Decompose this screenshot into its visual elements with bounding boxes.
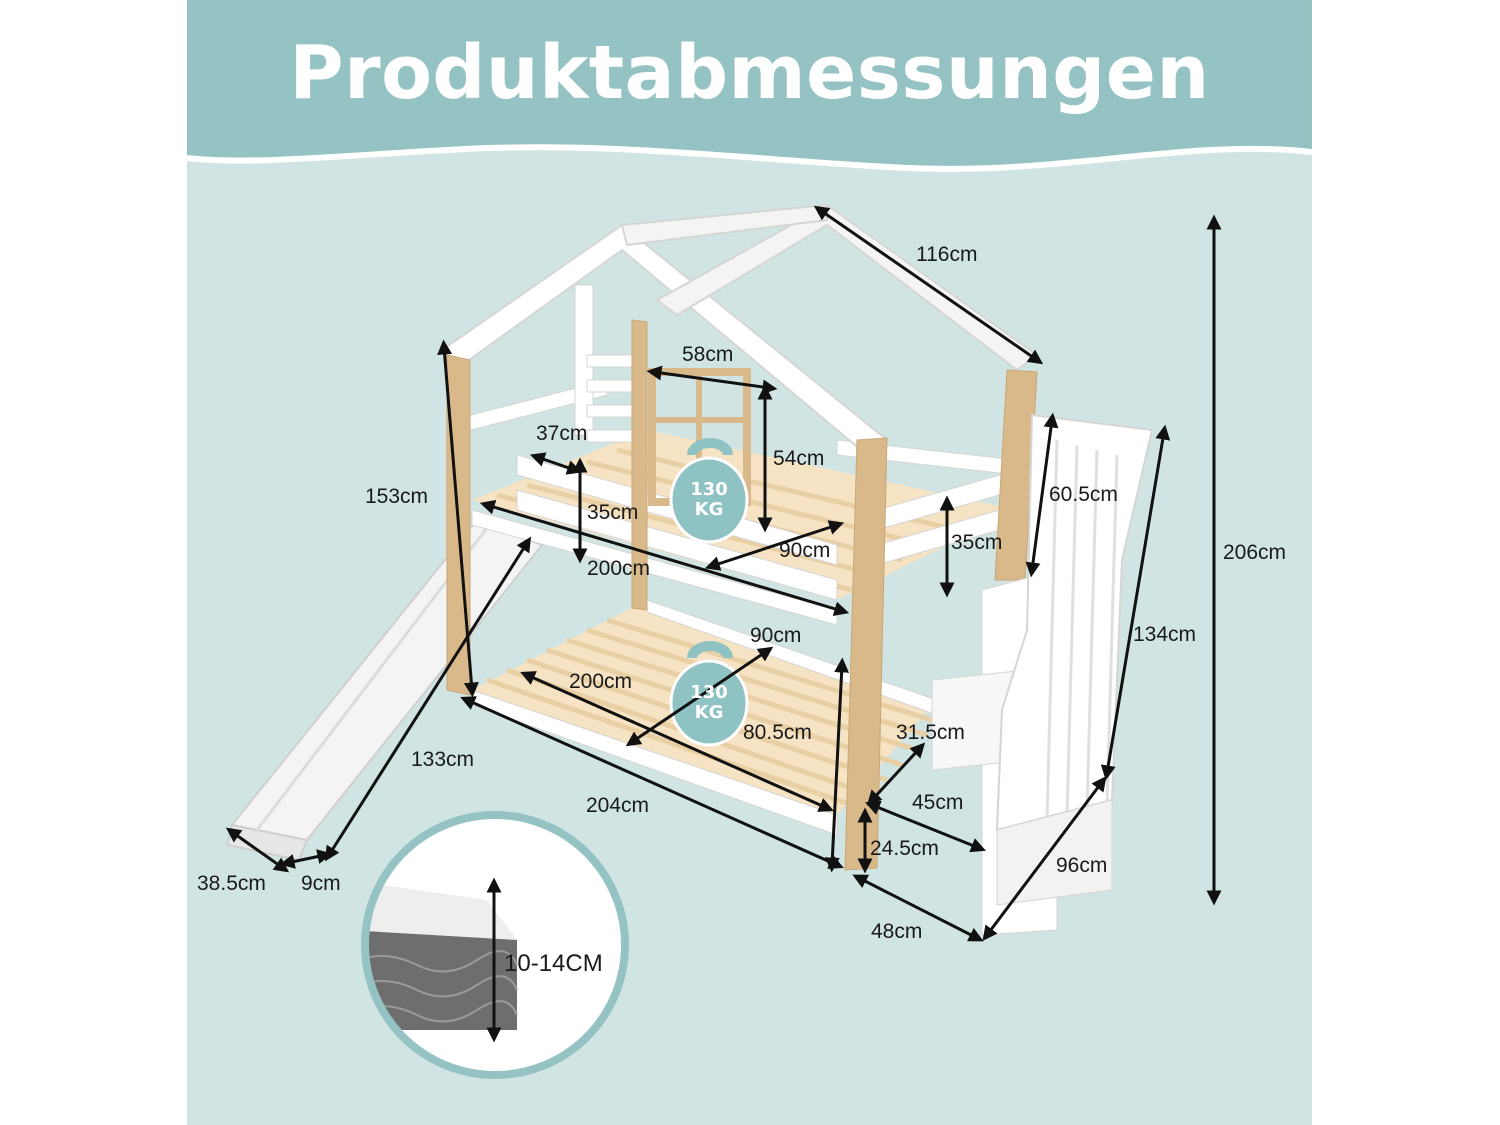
dim-rail-gap-width: 37cm	[536, 422, 588, 445]
badge-upper-unit: KG	[694, 498, 724, 520]
mattress-inset	[361, 811, 629, 1079]
dim-lower-width: 90cm	[750, 624, 802, 647]
dim-stair-height: 134cm	[1133, 623, 1197, 646]
dim-upper-width: 90cm	[779, 539, 831, 562]
dim-upper-height: 153cm	[365, 485, 429, 508]
dim-roof-width: 116cm	[916, 243, 978, 266]
badge-lower-unit: KG	[694, 701, 724, 723]
dim-stair-rail-height: 60.5cm	[1049, 483, 1118, 506]
header-band	[187, 0, 1312, 172]
dim-step-depth: 31.5cm	[896, 721, 965, 744]
dim-bed-length: 204cm	[586, 794, 650, 817]
dim-total-height: 206cm	[1223, 541, 1287, 564]
dim-upper-length: 200cm	[587, 557, 651, 580]
badge-upper-label: 130 KG	[674, 480, 744, 520]
badge-lower-value: 130	[690, 682, 728, 703]
dim-mattress-height: 10-14CM	[504, 950, 603, 977]
dim-step-width: 45cm	[912, 791, 964, 814]
dim-rail-height-top: 35cm	[587, 501, 639, 524]
badge-upper-value: 130	[690, 479, 728, 500]
product-panel: Produktabmessungen	[187, 0, 1312, 1125]
dim-window-height: 54cm	[773, 447, 825, 470]
dim-lower-inner: 80.5cm	[743, 721, 812, 744]
dim-rail-side-height: 35cm	[951, 531, 1003, 554]
dim-slide-width: 38.5cm	[197, 872, 266, 895]
dimension-arrows	[225, 205, 1222, 1043]
dim-slide-rim: 9cm	[301, 872, 341, 895]
dim-stair-width: 48cm	[871, 920, 923, 943]
dim-window-width: 58cm	[682, 343, 734, 366]
bunk-bed-illustration	[225, 203, 1222, 1079]
dim-stair-length: 96cm	[1056, 854, 1108, 877]
dim-slide-length: 133cm	[411, 748, 475, 771]
badge-lower-label: 130 KG	[674, 683, 744, 723]
dim-lower-length: 200cm	[569, 670, 633, 693]
dim-step-height: 24.5cm	[870, 837, 939, 860]
page-title: Produktabmessungen	[289, 30, 1210, 116]
